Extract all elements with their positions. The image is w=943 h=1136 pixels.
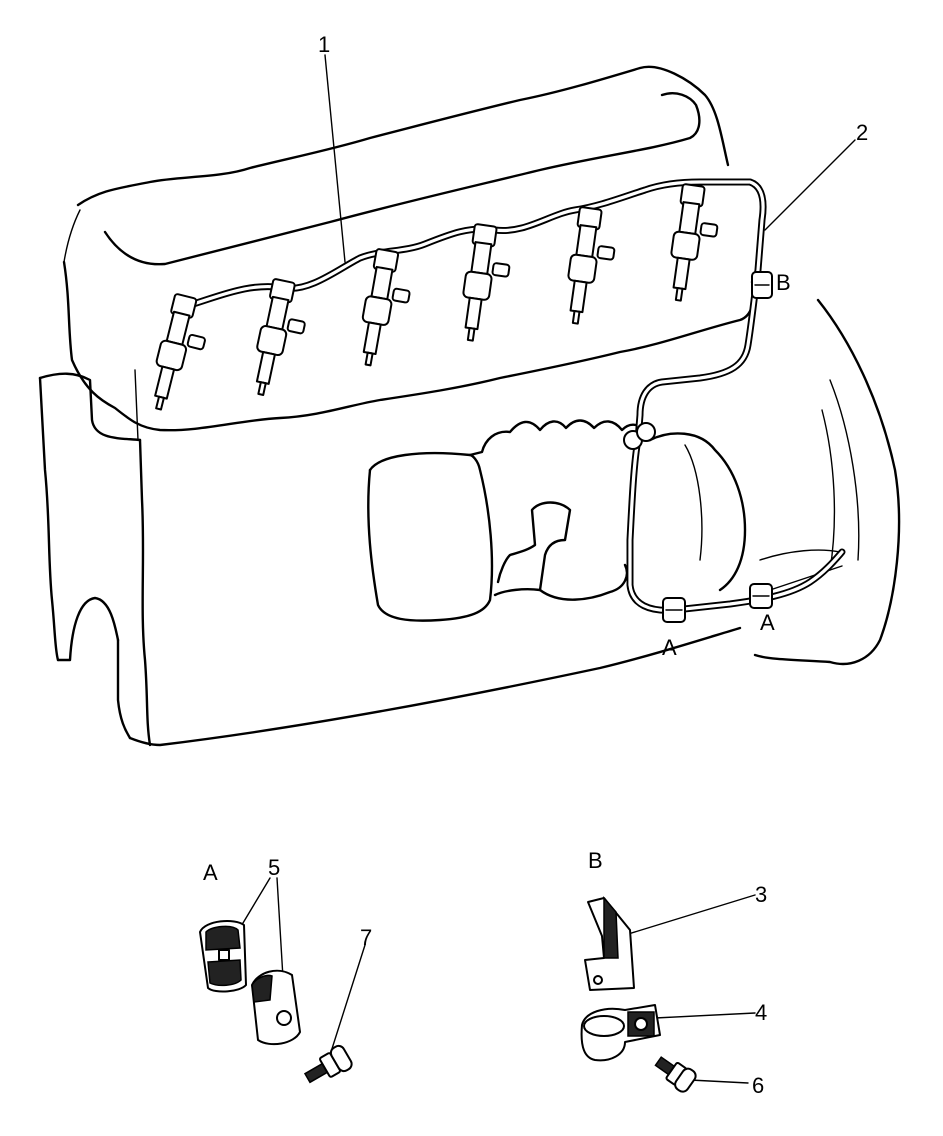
injector-4	[462, 223, 511, 342]
callout-7: 7	[360, 925, 372, 950]
clip-4	[580, 1004, 661, 1062]
injector-3	[361, 248, 411, 367]
callout-1: 1	[318, 32, 330, 57]
callout-5: 5	[268, 855, 280, 880]
leader-line-5a	[239, 877, 271, 929]
leader-line-3	[624, 894, 756, 936]
callout-2: 2	[856, 120, 868, 145]
leader-line-2	[764, 139, 856, 231]
injector-5	[567, 206, 616, 325]
screw-6	[654, 1056, 697, 1093]
leader-line-4	[654, 1012, 756, 1019]
injector-6	[670, 183, 719, 302]
leader-line-6	[689, 1079, 749, 1084]
detail-b-title: B	[588, 848, 603, 873]
clip-a-left-locator-label: A	[662, 635, 677, 660]
leader-line-1	[324, 54, 346, 263]
leader-line-7	[329, 944, 366, 1056]
clamp-half-a	[199, 919, 247, 993]
bracket-3	[584, 895, 635, 991]
engine-block	[38, 65, 901, 747]
injector-1	[154, 293, 206, 411]
callout-6: 6	[752, 1073, 764, 1098]
clip-a-right-locator-label: A	[760, 610, 775, 635]
leader-line-5b	[276, 877, 284, 979]
clip-a-left-installed	[662, 597, 686, 623]
callout-4: 4	[755, 1000, 767, 1025]
detail-a-title: A	[203, 860, 218, 885]
screw-7	[303, 1044, 353, 1084]
clamp-half-b	[251, 969, 301, 1046]
injector-2	[255, 278, 306, 396]
clip-a-right-installed	[749, 583, 773, 609]
clip-b-installed	[751, 271, 773, 299]
callout-3: 3	[755, 882, 767, 907]
clip-b-locator-label: B	[776, 270, 791, 295]
